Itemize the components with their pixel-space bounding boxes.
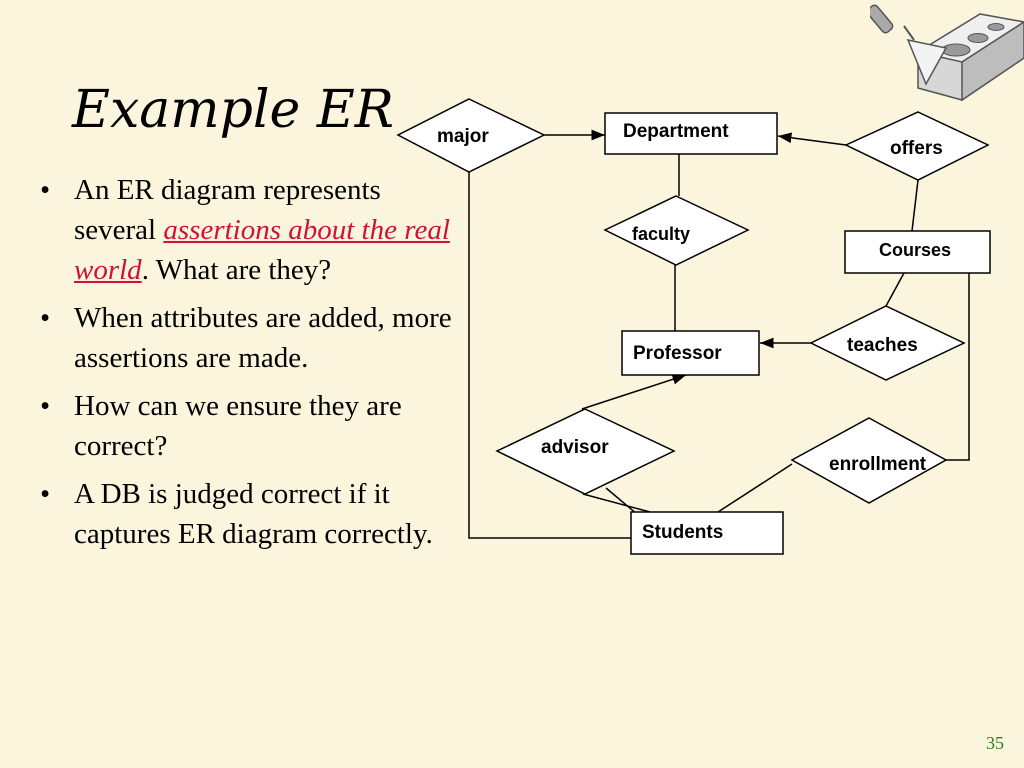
advisor-to-professor-line xyxy=(581,374,687,410)
major-to-students-line xyxy=(468,172,631,539)
advisor-to-students-line xyxy=(582,493,651,513)
entity-department: Department xyxy=(604,112,778,155)
connector-lines xyxy=(468,129,970,539)
entity-label-courses: Courses xyxy=(879,240,951,260)
entity-label-professor: Professor xyxy=(633,343,722,364)
relationship-offers: offers xyxy=(844,111,990,181)
relationship-enrollment: enrollment xyxy=(790,417,948,504)
relationship-label-faculty: faculty xyxy=(632,224,690,244)
bullet-item: A DB is judged correct if it captures ER… xyxy=(40,474,460,554)
courses-to-enrollment-line xyxy=(946,273,970,461)
slide-title: Example ER xyxy=(72,80,394,140)
relationship-label-teaches: teaches xyxy=(847,335,918,356)
courses-to-teaches-line xyxy=(885,272,905,307)
enrollment-to-students-line xyxy=(717,463,793,513)
relationship-advisor: advisor xyxy=(495,408,676,495)
trowel-brick-logo xyxy=(870,4,1024,102)
bullet-text: An ER diagram represents several xyxy=(74,174,381,246)
entity-courses: Courses xyxy=(844,230,991,274)
relationship-major: major xyxy=(396,98,546,173)
entity-professor: Professor xyxy=(621,330,760,376)
page-number: 35 xyxy=(986,733,1004,753)
bullet-list: An ER diagram represents several asserti… xyxy=(40,170,460,562)
emphasis-text: assertions about the real world xyxy=(74,214,450,286)
bullet-text: . What are they? xyxy=(141,254,332,286)
entity-label-students: Students xyxy=(642,522,723,543)
offers-to-courses-line xyxy=(911,179,919,232)
entity-label-department: Department xyxy=(623,121,729,142)
offers-to-department-line xyxy=(777,132,847,146)
bullet-item: When attributes are added, more assertio… xyxy=(40,298,460,378)
relationship-label-advisor: advisor xyxy=(541,437,609,458)
relationship-label-enrollment: enrollment xyxy=(829,454,927,475)
bullet-item: An ER diagram represents several asserti… xyxy=(40,170,460,290)
relationship-label-offers: offers xyxy=(890,138,943,159)
relationship-teaches: teaches xyxy=(809,305,966,381)
relationship-faculty: faculty xyxy=(603,195,750,266)
entity-students: Students xyxy=(630,511,784,555)
relationship-label-major: major xyxy=(437,126,489,147)
bullet-item: How can we ensure they are correct? xyxy=(40,386,460,466)
